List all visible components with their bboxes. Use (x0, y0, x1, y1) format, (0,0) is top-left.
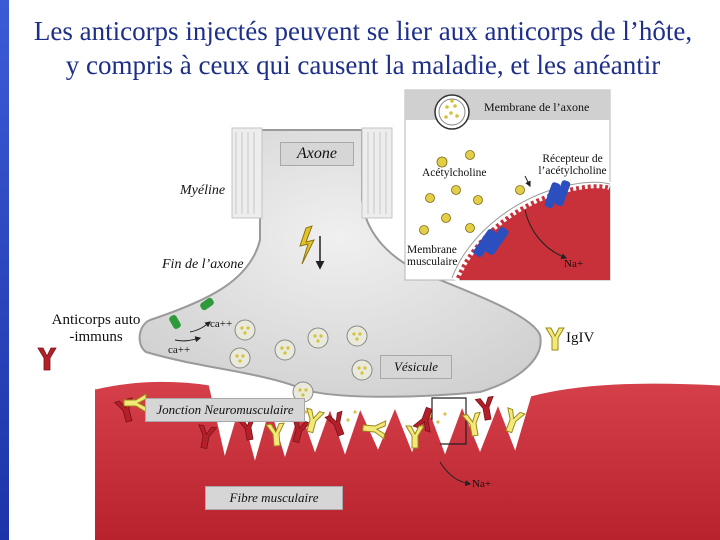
acetylcholine-label: Acétylcholine (422, 167, 487, 179)
axon-membrane-label: Membrane de l’axone (484, 100, 589, 115)
muscle-membrane-label: Membrane musculaire (407, 244, 457, 268)
autoantibodies-label: Anticorps auto -immuns (46, 312, 146, 346)
calcium-label-2: ca++ (168, 344, 190, 356)
nmj-label: Jonction Neuromusculaire (145, 398, 305, 422)
ach-receptor-label: Récepteur de l’acétylcholine (530, 153, 615, 177)
axon-end-label: Fin de l’axone (162, 257, 244, 273)
muscle-fiber-label: Fibre musculaire (205, 486, 343, 510)
ivig-label: IgIV (566, 330, 594, 347)
sodium-label-bottom: Na+ (472, 478, 491, 490)
axon-label: Axone (280, 142, 354, 166)
myelin-label: Myéline (180, 183, 225, 199)
sodium-label-inset: Na+ (564, 258, 583, 270)
vesicle-label: Vésicule (380, 355, 452, 379)
calcium-label-1: ca++ (210, 318, 232, 330)
